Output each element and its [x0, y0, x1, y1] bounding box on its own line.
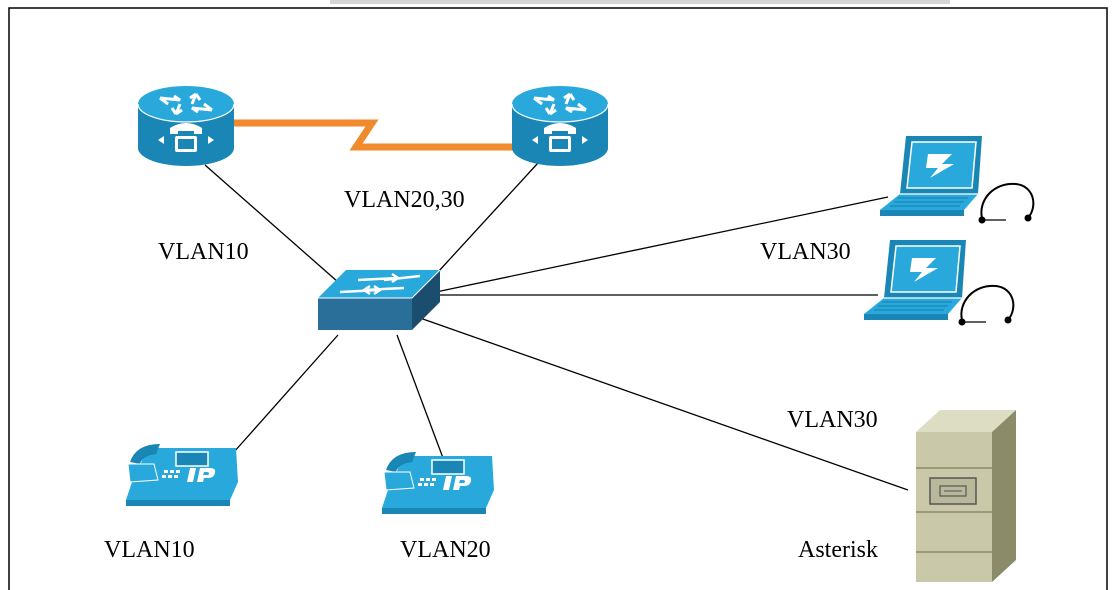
- link-switch-server: [419, 317, 909, 491]
- connections: [204, 162, 909, 491]
- link-router-left-switch: [204, 164, 339, 283]
- laptop-icon: [879, 135, 983, 217]
- ip-phone-icon: [125, 443, 239, 507]
- label-phone-left: VLAN10: [104, 537, 195, 563]
- link-switch-phone-left: [233, 334, 339, 453]
- workgroup-switch-icon: [318, 269, 441, 330]
- label-link-laptops: VLAN30: [760, 239, 851, 265]
- serial-link: [232, 119, 520, 151]
- link-switch-phone-center: [396, 334, 444, 459]
- headset-icon: [957, 284, 1015, 327]
- voice-router-icon: [510, 84, 610, 168]
- frame-border: [8, 7, 1108, 590]
- label-link-server: VLAN30: [787, 407, 878, 433]
- label-link-router-right: VLAN20,30: [344, 187, 465, 213]
- voice-router-icon: [136, 84, 236, 168]
- link-switch-laptop-top: [435, 196, 889, 293]
- server-icon: [915, 409, 1017, 583]
- laptop-icon: [863, 239, 967, 321]
- label-server-name: Asterisk: [798, 537, 878, 563]
- cropped-caption-strip: [330, 0, 950, 4]
- link-router-right-switch: [437, 162, 539, 273]
- headset-icon: [977, 182, 1035, 225]
- label-link-router-left: VLAN10: [158, 239, 249, 265]
- ip-phone-icon: [381, 451, 495, 515]
- label-phone-center: VLAN20: [400, 537, 491, 563]
